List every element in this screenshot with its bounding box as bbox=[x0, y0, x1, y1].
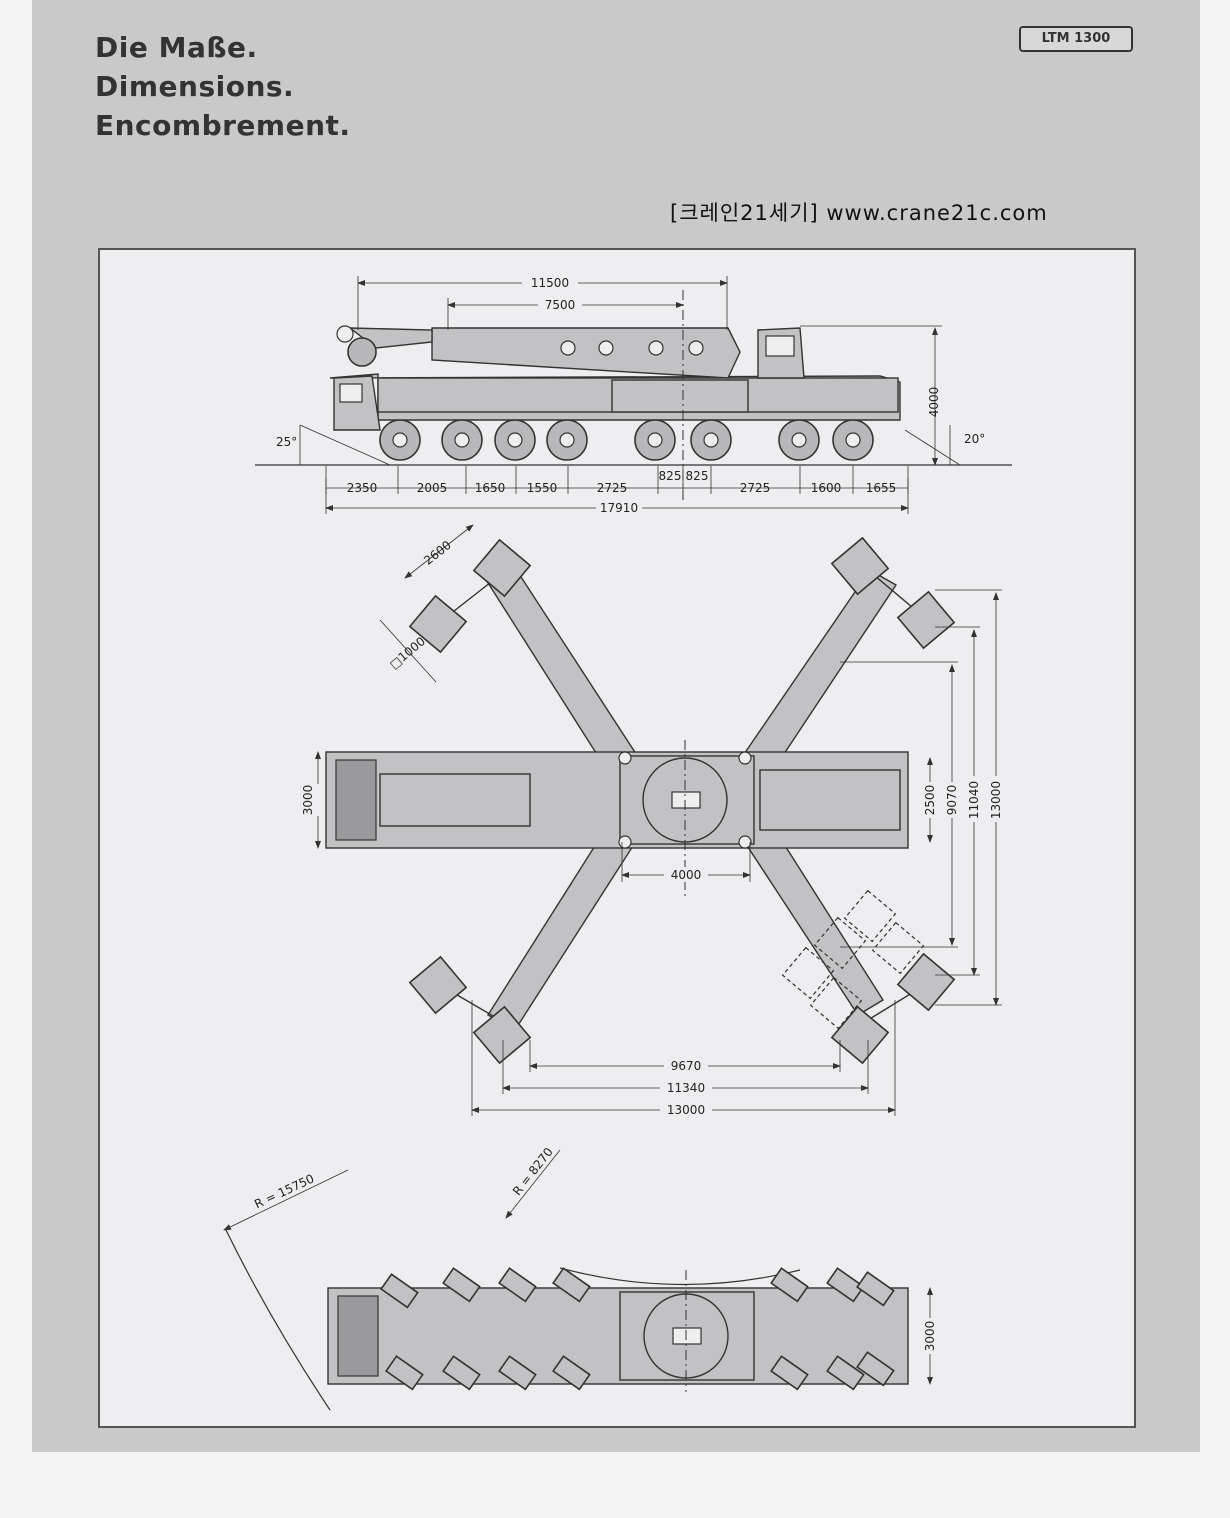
stowed-pad bbox=[380, 1273, 419, 1309]
radius-outer: R = 15750 bbox=[252, 1171, 316, 1211]
outrigger-pad bbox=[408, 594, 468, 654]
page-title: Die Maße. Dimensions. Encombrement. bbox=[95, 28, 351, 145]
outrigger-view: 2600 □1000 3000 2500 9070 11040 13000 bbox=[301, 524, 1006, 1117]
dim-overall-length: 17910 bbox=[600, 501, 638, 515]
swing-arc-outer bbox=[225, 1229, 331, 1411]
dim-beam-length: 2600 bbox=[421, 538, 454, 568]
axle-spacing: 2005 bbox=[417, 481, 448, 495]
stowed-pad bbox=[442, 1355, 481, 1391]
axle-spacing: 1650 bbox=[475, 481, 506, 495]
side-view: 11500 7500 4000 25° 20° 2350 2005 1650 1… bbox=[255, 275, 1012, 515]
boom-hole bbox=[688, 340, 704, 356]
radius-leader-outer bbox=[223, 1169, 349, 1231]
stowed-pad bbox=[385, 1355, 424, 1391]
crane-cab-window bbox=[765, 335, 795, 357]
dim-carrier-width: 3000 bbox=[301, 785, 315, 816]
boom-tip-sheave bbox=[336, 325, 354, 343]
outrigger-beam-rear-right bbox=[738, 821, 884, 1016]
title-english: Dimensions. bbox=[95, 70, 295, 103]
stowed-pad bbox=[552, 1267, 591, 1303]
alt-pad-position bbox=[843, 889, 897, 943]
swing-radius-view: R = 15750 R = 8270 3000 bbox=[223, 1145, 940, 1411]
axle-spacing: 2350 bbox=[347, 481, 378, 495]
dim-base-11340: 11340 bbox=[667, 1081, 705, 1095]
axle-spacing: 1550 bbox=[527, 481, 558, 495]
hook-block-pulley bbox=[347, 337, 377, 367]
stowed-pad bbox=[552, 1355, 591, 1391]
dim-9070: 9070 bbox=[945, 785, 959, 816]
alt-pad-position bbox=[871, 921, 925, 975]
dim-base-9670: 9670 bbox=[671, 1059, 702, 1073]
radius-inner: R = 8270 bbox=[510, 1145, 556, 1198]
axle-spacing: 825 bbox=[659, 469, 682, 483]
departure-angle-line bbox=[904, 429, 961, 466]
approach-angle: 25° bbox=[276, 435, 297, 449]
telescopic-boom bbox=[431, 327, 741, 379]
axle-dim-ticks bbox=[325, 466, 909, 494]
outrigger-pad bbox=[830, 1005, 890, 1065]
radius-leader-inner bbox=[505, 1149, 561, 1219]
outrigger-pad bbox=[896, 952, 956, 1012]
alt-pad-position bbox=[781, 946, 835, 1000]
stowed-pad bbox=[826, 1355, 865, 1391]
title-french: Encombrement. bbox=[95, 109, 351, 142]
axle-spacing: 2725 bbox=[597, 481, 628, 495]
dim-boom-inner: 7500 bbox=[545, 298, 576, 312]
approach-angle-line bbox=[299, 424, 391, 466]
axle-spacing: 825 bbox=[686, 469, 709, 483]
stowed-pad bbox=[498, 1355, 537, 1391]
model-badge: LTM 1300 bbox=[1019, 26, 1133, 52]
slew-center bbox=[671, 791, 701, 809]
outrigger-pad bbox=[830, 536, 890, 596]
dim-line-2600 bbox=[404, 524, 474, 579]
dim-2500: 2500 bbox=[923, 785, 937, 816]
alt-pad-position bbox=[809, 976, 863, 1030]
carrier-cab-top bbox=[335, 759, 377, 841]
axle-spacing: 1655 bbox=[866, 481, 897, 495]
outrigger-pad bbox=[472, 538, 532, 598]
axle-wheels bbox=[379, 419, 874, 461]
dim-base-13000: 13000 bbox=[667, 1103, 705, 1117]
carrier-retracted bbox=[327, 1287, 909, 1385]
outrigger-pad bbox=[408, 955, 468, 1015]
cab-window bbox=[339, 383, 363, 403]
stowed-pad bbox=[770, 1355, 809, 1391]
axle-spacing-labels: 2350 2005 1650 1550 2725 825 825 2725 16… bbox=[347, 469, 897, 495]
outrigger-pad bbox=[472, 1005, 532, 1065]
dim-boom-outer: 11500 bbox=[531, 276, 569, 290]
watermark-text: [크레인21세기] www.crane21c.com bbox=[670, 201, 1048, 225]
outrigger-pad bbox=[896, 590, 956, 650]
boom-hole bbox=[598, 340, 614, 356]
title-german: Die Maße. bbox=[95, 31, 258, 64]
axle-spacing: 1600 bbox=[811, 481, 842, 495]
turntable-base bbox=[611, 379, 749, 413]
stowed-pad bbox=[442, 1267, 481, 1303]
stowed-pad bbox=[856, 1351, 895, 1387]
alt-pad-position bbox=[813, 916, 867, 970]
dim-center-4000: 4000 bbox=[671, 868, 702, 882]
outrigger-beam-rear-left bbox=[487, 821, 642, 1031]
boom-hole bbox=[648, 340, 664, 356]
stowed-pad bbox=[770, 1267, 809, 1303]
dim-height: 4000 bbox=[927, 387, 941, 418]
departure-angle: 20° bbox=[964, 432, 985, 446]
stowed-pad bbox=[498, 1267, 537, 1303]
dim-retracted-width: 3000 bbox=[923, 1321, 937, 1352]
dim-line-1000 bbox=[379, 619, 437, 683]
carrier-cab-retracted bbox=[337, 1295, 379, 1377]
stowed-pad bbox=[856, 1271, 895, 1307]
dim-11040: 11040 bbox=[967, 781, 981, 819]
axle-spacing: 2725 bbox=[740, 481, 771, 495]
stowed-outrigger-pads bbox=[380, 1267, 895, 1391]
outrigger-beam-front-right bbox=[738, 569, 897, 776]
swing-arc-inner bbox=[559, 1267, 801, 1286]
stowed-pad bbox=[826, 1267, 865, 1303]
carrier-deck bbox=[379, 773, 531, 827]
boom-hole bbox=[560, 340, 576, 356]
dim-13000-vertical: 13000 bbox=[989, 781, 1003, 819]
carrier-rear-deck bbox=[759, 769, 901, 831]
